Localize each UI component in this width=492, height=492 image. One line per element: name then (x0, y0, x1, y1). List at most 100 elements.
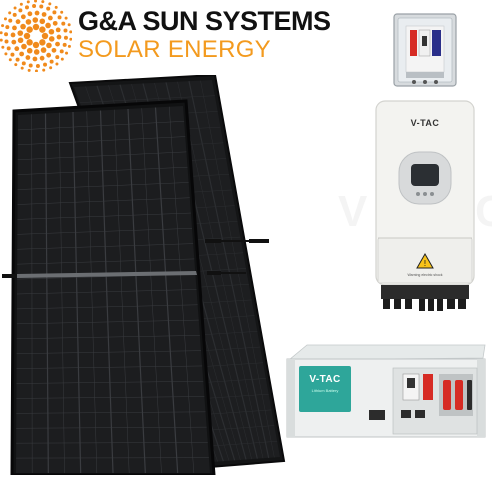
sun-dot (52, 20, 58, 26)
sun-dot (55, 27, 61, 33)
battery-body (286, 344, 486, 438)
sun-dot (8, 11, 12, 15)
sun-dot (32, 41, 40, 49)
sun-dot (25, 55, 31, 60)
sun-dot (69, 30, 72, 34)
sun-dots-icon (0, 0, 72, 72)
sun-dot (23, 32, 31, 40)
sun-dot (24, 5, 29, 10)
sun-dot (0, 31, 3, 35)
sun-dot (17, 30, 24, 36)
sun-dot (14, 46, 20, 52)
sun-dot (27, 68, 31, 72)
sun-dot (56, 34, 62, 40)
sun-dot (14, 63, 18, 67)
sun-dot (25, 19, 32, 25)
sun-dot (60, 10, 64, 14)
sun-dot (67, 44, 71, 48)
sun-dot (39, 39, 46, 46)
sun-dot (4, 32, 9, 37)
solar-panels-image (2, 75, 286, 475)
sun-dot (26, 47, 33, 54)
sun-dot (51, 47, 57, 53)
sun-dot (60, 57, 64, 61)
sun-dot (49, 66, 53, 70)
sun-dot (34, 69, 38, 72)
sun-dot (0, 38, 3, 42)
inverter-brand-label: V-TAC (410, 118, 440, 128)
sun-dot (40, 47, 47, 53)
sun-dot (21, 61, 26, 66)
sun-dot (10, 52, 15, 57)
sun-dot (45, 22, 51, 29)
combiner-box-image (393, 13, 457, 87)
sun-dot (20, 14, 26, 20)
sun-dot (63, 35, 68, 40)
inverter-terminals (381, 285, 469, 311)
brand-name: G&A SUN SYSTEMS (78, 6, 331, 36)
sun-dot (8, 18, 13, 23)
sun-dot (43, 62, 48, 67)
sun-dot (26, 0, 30, 4)
sun-dot (32, 4, 37, 9)
sun-dot (32, 23, 40, 31)
sun-dot (18, 8, 23, 13)
sun-dot (52, 10, 57, 15)
inverter-body: ! (375, 100, 475, 311)
inverter-image: ! V-TAC Warning electric shock (375, 100, 475, 317)
sun-dot (47, 15, 53, 21)
sun-dot (46, 6, 51, 11)
sun-dot (57, 15, 62, 20)
sun-dot (39, 18, 46, 25)
sun-dot (62, 42, 67, 47)
sun-dot (1, 24, 5, 28)
sun-dot (4, 39, 9, 44)
sun-dot (48, 2, 52, 6)
svg-text:!: ! (423, 259, 426, 268)
sun-dot (34, 0, 38, 3)
sun-dot (55, 41, 60, 47)
brand-tagline: SOLAR ENERGY (78, 36, 271, 63)
sun-dot (12, 12, 17, 17)
battery-subtitle: Lithium Battery (311, 388, 339, 393)
sun-dot (32, 56, 38, 62)
sun-dot (1, 45, 5, 49)
sun-dot (6, 46, 11, 51)
sun-dot (34, 10, 40, 16)
sun-dot (3, 17, 7, 21)
sun-dot (69, 37, 72, 41)
sun-dot (41, 0, 45, 4)
sun-dot (15, 19, 21, 25)
sun-dot (48, 28, 55, 35)
sun-dot (32, 17, 39, 23)
sun-dot (67, 23, 71, 27)
sun-dot (12, 25, 17, 31)
battery-image: V-TAC Lithium Battery (283, 344, 488, 439)
sun-dot (33, 49, 40, 55)
sun-dot (17, 37, 24, 44)
sun-dot (63, 28, 68, 33)
sun-dot (19, 2, 23, 6)
sun-dot (4, 52, 8, 56)
sun-dot (20, 66, 24, 70)
sun-dot (39, 55, 45, 61)
sun-dot (54, 5, 58, 9)
sun-dot (26, 39, 33, 46)
sun-dot (46, 52, 52, 58)
sun-dot (10, 32, 16, 38)
sun-dot (35, 63, 40, 68)
front-solar-panel (2, 99, 216, 475)
sun-dot (59, 49, 64, 54)
sun-dot (55, 62, 59, 66)
sun-dot (5, 25, 10, 30)
sun-dot (42, 68, 46, 72)
sun-dot (13, 6, 17, 10)
sun-dot (41, 32, 49, 40)
sun-dot (61, 21, 66, 26)
sun-dot (20, 23, 26, 30)
sun-dot (28, 63, 33, 68)
sun-dot (26, 26, 33, 33)
sun-dot (55, 55, 60, 60)
sun-dot (41, 12, 47, 17)
warning-label: Warning electric shock (407, 273, 443, 277)
